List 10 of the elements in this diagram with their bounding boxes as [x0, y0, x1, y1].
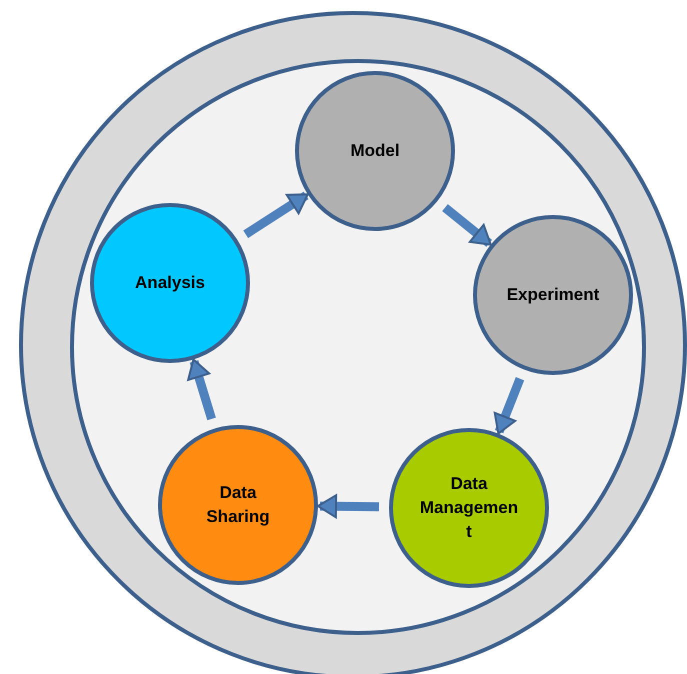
arrow: [187, 358, 216, 420]
arrow: [243, 192, 309, 238]
node-label: Data Sharing: [205, 482, 271, 528]
node-label: Experiment: [506, 284, 600, 306]
arrow: [442, 204, 492, 247]
node-label: Model: [349, 140, 401, 162]
arrow: [494, 377, 524, 435]
arrow: [317, 494, 380, 518]
node-label: Analysis: [134, 272, 206, 294]
node-label: Data Management: [419, 473, 519, 543]
